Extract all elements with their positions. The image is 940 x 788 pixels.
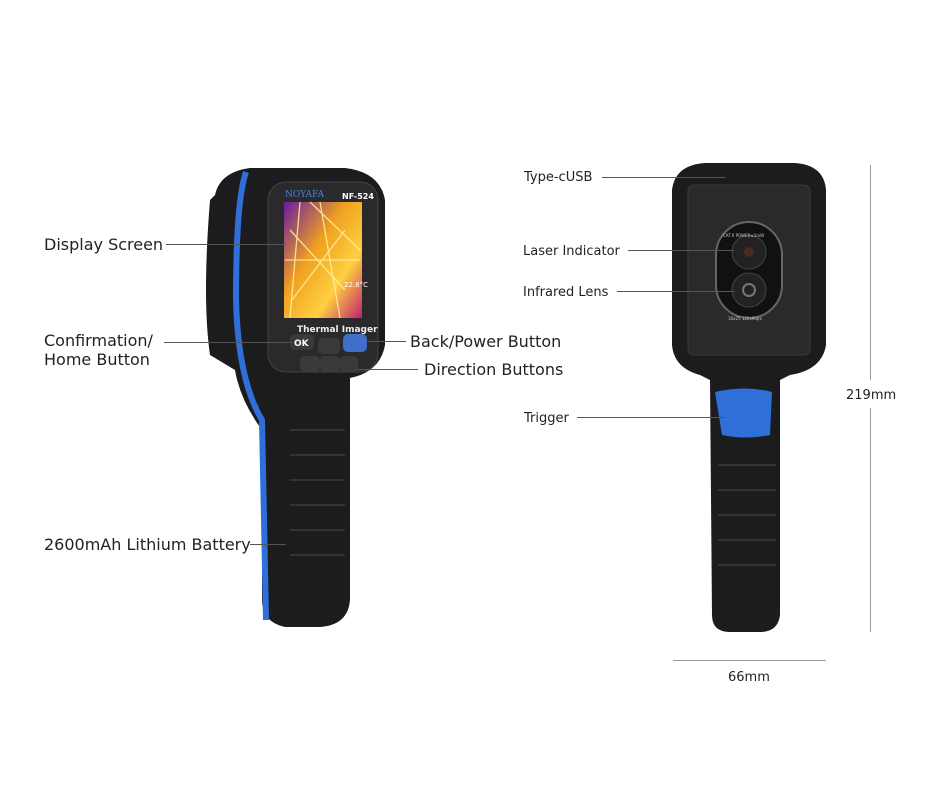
label-infrared: Infrared Lens: [523, 285, 609, 300]
leader-line: [368, 341, 406, 342]
leader-line: [617, 291, 735, 292]
label-back-power: Back/Power Button: [410, 332, 562, 351]
leader-line: [602, 177, 726, 178]
width-dimension-line: [673, 660, 826, 661]
height-dimension-line: [870, 408, 871, 632]
model-number: NF-524: [342, 192, 374, 201]
lens-bottom-text: 16x25 120x90px: [728, 316, 762, 321]
label-type-c: Type-cUSB: [524, 170, 593, 185]
leader-line: [628, 250, 734, 251]
lens-ring-text: CAT II POWER≤1mW: [723, 233, 765, 238]
label-battery: 2600mAh Lithium Battery: [44, 535, 251, 554]
leader-line: [577, 417, 725, 418]
leader-line: [166, 244, 286, 245]
label-home-button: Home Button: [44, 350, 150, 369]
label-confirmation: Confirmation/: [44, 331, 153, 350]
label-trigger: Trigger: [524, 411, 569, 426]
label-display-screen: Display Screen: [44, 235, 164, 254]
ok-button[interactable]: OK: [294, 339, 309, 349]
thermal-imager-back: [672, 163, 826, 632]
height-dimension-line: [870, 165, 871, 380]
screen-temperature: 22.8°C: [344, 281, 368, 289]
width-dimension: 66mm: [728, 670, 770, 685]
label-direction-buttons: Direction Buttons: [424, 360, 564, 379]
leader-line: [250, 544, 286, 545]
height-dimension: 219mm: [846, 388, 897, 403]
label-laser: Laser Indicator: [523, 244, 620, 259]
leader-line: [356, 369, 418, 370]
screen-caption: Thermal Imager: [297, 325, 378, 335]
leader-line: [164, 342, 292, 343]
brand-logo: NOYAFA: [285, 190, 324, 200]
thermal-imager-front: [206, 168, 385, 627]
